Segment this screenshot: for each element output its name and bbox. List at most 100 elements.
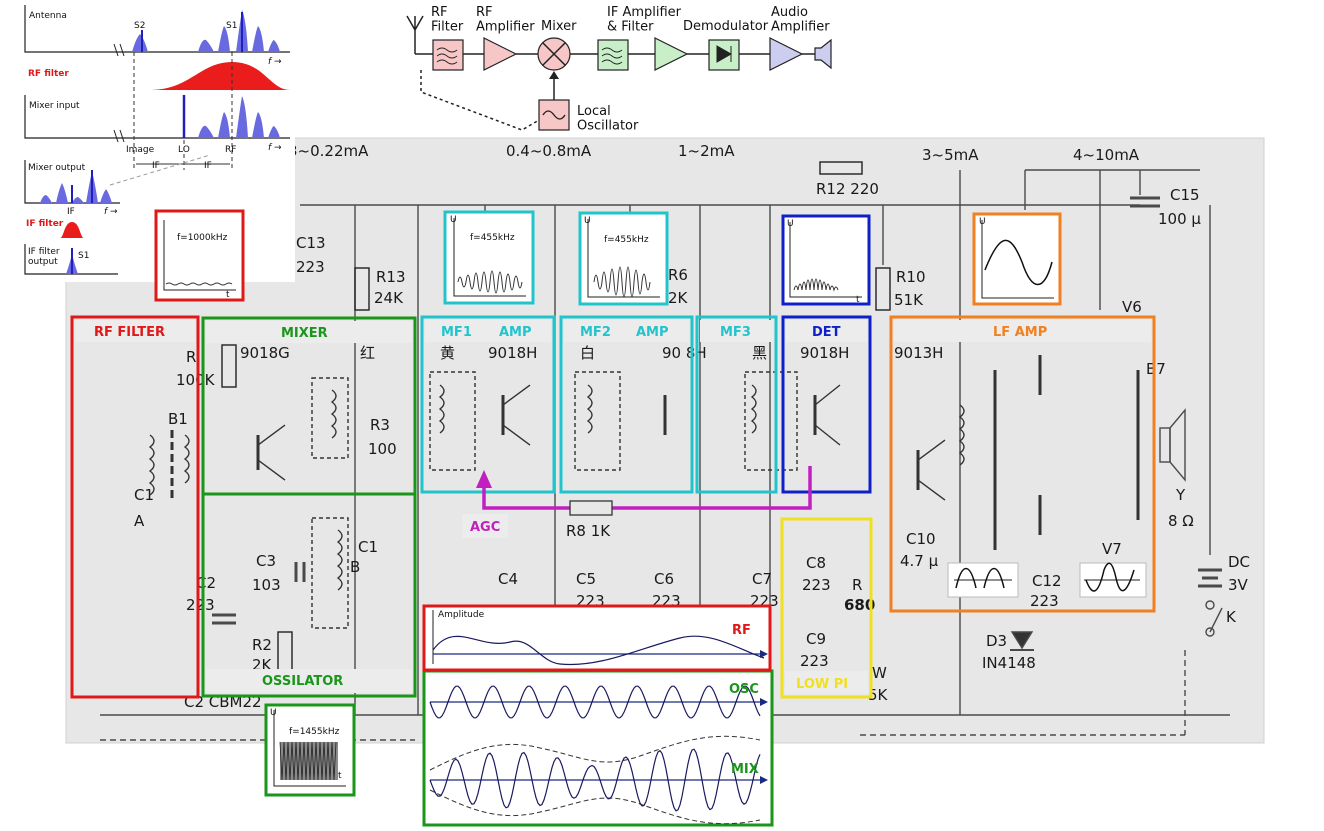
b7-label: B7 bbox=[1146, 360, 1166, 378]
low-pi-section bbox=[780, 517, 873, 699]
osc-scope-freq: f=1455kHz bbox=[289, 727, 340, 737]
antenna-icon bbox=[406, 15, 424, 54]
if-left-label: IF bbox=[152, 161, 160, 171]
r3-label: R3 bbox=[370, 416, 390, 434]
c3-value: 103 bbox=[252, 576, 281, 594]
f-axis-label: f → bbox=[268, 57, 282, 67]
current-label: 1~2mA bbox=[678, 142, 735, 160]
yellow-coil-label: 黄 bbox=[440, 344, 455, 362]
c12-label: C12 bbox=[1032, 572, 1062, 590]
mix-envelope-bottom bbox=[429, 789, 761, 825]
lf-scope: U bbox=[972, 212, 1062, 306]
if-filter-block bbox=[597, 39, 629, 71]
rf-amplifier-block bbox=[483, 37, 518, 71]
osc-wave-label: OSC bbox=[729, 682, 759, 697]
dc-value: 3V bbox=[1228, 576, 1249, 594]
y-value: 8 Ω bbox=[1168, 512, 1194, 530]
if-amp-filter-label: IF Amplifier& Filter bbox=[607, 5, 682, 34]
c3-label: C3 bbox=[256, 552, 276, 570]
low-pi-title: LOW PI bbox=[796, 677, 848, 692]
current-label: 0.4~0.8mA bbox=[506, 142, 592, 160]
schematic-symbols bbox=[148, 355, 1140, 629]
scope-u-label: U bbox=[979, 217, 986, 227]
oscillator-title: OSSILATOR bbox=[262, 674, 343, 689]
if1-scope-freq: f=455kHz bbox=[470, 233, 515, 243]
mixer-input-label: Mixer input bbox=[29, 101, 80, 111]
red-coil-label: 红 bbox=[360, 344, 375, 362]
scope-t-label: t bbox=[226, 290, 230, 300]
q2-label: 9018H bbox=[488, 344, 537, 362]
det-section bbox=[781, 315, 872, 494]
current-label: 3~5mA bbox=[922, 146, 979, 164]
audio-amplifier-block bbox=[769, 37, 804, 71]
amplitude-label: Amplitude bbox=[438, 610, 485, 620]
v7-label: V7 bbox=[1102, 540, 1122, 558]
y-label: Y bbox=[1175, 486, 1186, 504]
c2-label: C2 bbox=[196, 574, 216, 592]
c9-value: 223 bbox=[800, 652, 829, 670]
rf-filter-section bbox=[70, 315, 200, 699]
if-right-label: IF bbox=[204, 161, 212, 171]
scope-u-label: U bbox=[584, 216, 591, 226]
r13-label: R13 bbox=[376, 268, 406, 286]
v6-label: V6 bbox=[1122, 298, 1142, 316]
if-filter-marker-label: IF bbox=[67, 207, 75, 217]
oscillator-section bbox=[201, 492, 417, 698]
section-boxes bbox=[70, 315, 1156, 699]
r-lp-label: R bbox=[852, 576, 862, 594]
q5-label: 9013H bbox=[894, 344, 943, 362]
rf-spectrum-label: RF bbox=[225, 145, 236, 155]
f-axis-label: f → bbox=[104, 207, 118, 217]
agc-label: AGC bbox=[470, 520, 500, 535]
det-title: DET bbox=[812, 325, 841, 340]
w-value: 5K bbox=[868, 686, 889, 704]
rf-scope-freq: f=1000kHz bbox=[177, 233, 228, 243]
r6-label: R6 bbox=[668, 266, 688, 284]
rf-filter-block bbox=[432, 39, 464, 71]
current-label: 4~10mA bbox=[1073, 146, 1140, 164]
c1b-label: C1 bbox=[358, 538, 378, 556]
rf-filter-spectrum-label: RF filter bbox=[28, 69, 69, 79]
demodulator-label: Demodulator bbox=[683, 19, 769, 34]
c5-label: C5 bbox=[576, 570, 596, 588]
r13-value: 24K bbox=[374, 289, 404, 307]
d3-label: D3 bbox=[986, 632, 1007, 650]
rf-filter-title: RF FILTER bbox=[94, 325, 165, 340]
schematic-labels: 3~0.22mA 0.4~0.8mA 1~2mA 3~5mA 4~10mA C1… bbox=[134, 142, 1250, 711]
dc-label: DC bbox=[1228, 553, 1250, 571]
r10-value: 51K bbox=[894, 291, 924, 309]
c9-label: C9 bbox=[806, 630, 826, 648]
lf-amp-title: LF AMP bbox=[993, 325, 1047, 340]
d3-value: IN4148 bbox=[982, 654, 1036, 672]
mf1-title: MF1 bbox=[441, 325, 472, 340]
lf-wave-thumbnails bbox=[947, 562, 1147, 598]
s1-output-label: S1 bbox=[78, 251, 89, 261]
osc-scope: f=1455kHz U t bbox=[264, 703, 356, 797]
rf-wave-label: RF bbox=[732, 623, 751, 638]
c13-value: 223 bbox=[296, 258, 325, 276]
k-label: K bbox=[1226, 608, 1237, 626]
c15-label: C15 bbox=[1170, 186, 1200, 204]
if-amplifier-block bbox=[654, 37, 689, 71]
scope-u-label: U bbox=[270, 708, 277, 718]
if2-scope-freq: f=455kHz bbox=[604, 235, 649, 245]
mf2-amp-title: AMP bbox=[636, 325, 669, 340]
white-coil-label: 白 bbox=[580, 344, 595, 362]
q4-label: 9018H bbox=[800, 344, 849, 362]
scope-t-label: t bbox=[338, 771, 342, 781]
c8-value: 223 bbox=[802, 576, 831, 594]
a-label: A bbox=[134, 512, 145, 530]
scope-t-label: t bbox=[856, 295, 860, 305]
c12-value: 223 bbox=[1030, 592, 1059, 610]
c10-value: 4.7 μ bbox=[900, 552, 939, 570]
b1-label: B1 bbox=[168, 410, 188, 428]
f-axis-label: f → bbox=[268, 143, 282, 153]
mix-wave bbox=[429, 748, 761, 812]
